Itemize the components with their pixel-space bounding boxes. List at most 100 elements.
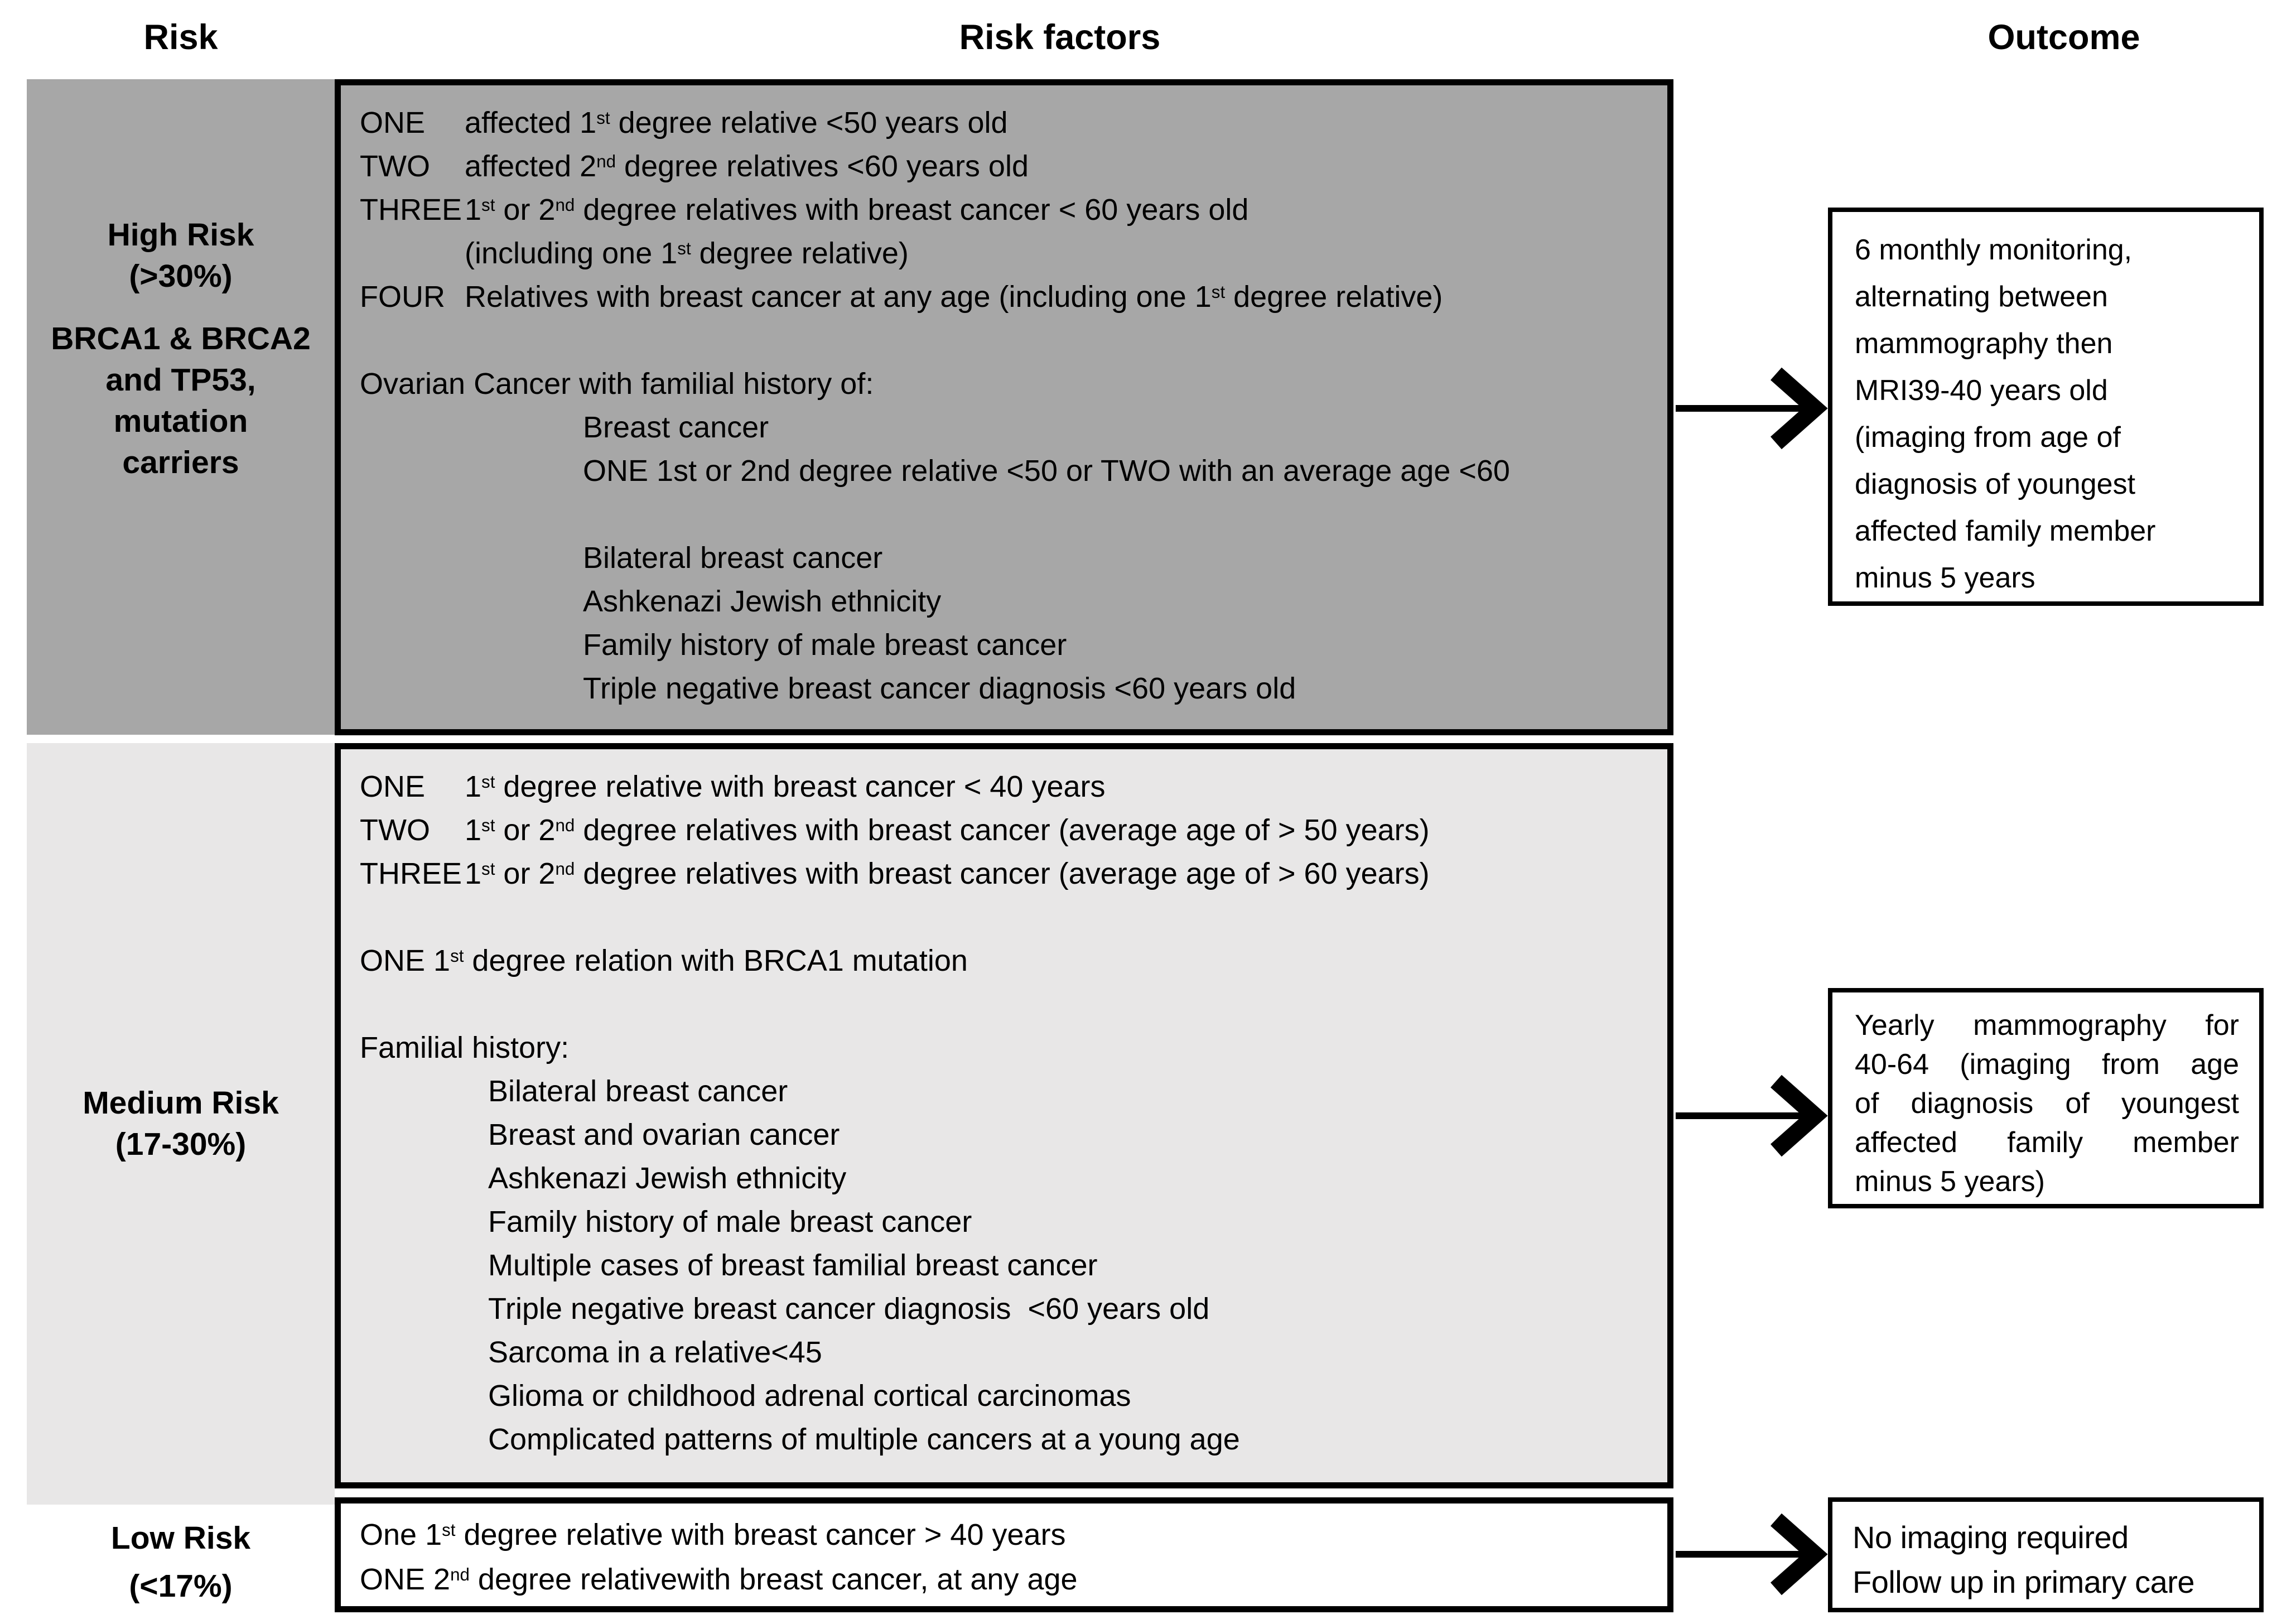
factor-text: Triple negative breast cancer diagnosis … <box>488 1292 1210 1326</box>
factor-keyword: FOUR <box>360 280 445 314</box>
factor-text: Ovarian Cancer with familial history of: <box>360 367 874 401</box>
outcome-line: No imaging required <box>1853 1520 2129 1555</box>
factor-text: Sarcoma in a relative<45 <box>488 1336 822 1369</box>
factor-line: Family history of male breast cancer <box>360 623 1657 667</box>
factor-line <box>360 493 1657 536</box>
factor-line: Triple negative breast cancer diagnosis … <box>360 667 1657 710</box>
arrow-low-icon <box>1676 1513 1828 1596</box>
factor-keyword: ONE <box>360 106 426 139</box>
factor-text: Glioma or childhood adrenal cortical car… <box>488 1379 1131 1413</box>
factor-line <box>360 982 1657 1026</box>
factor-keyword: THREE <box>360 857 462 890</box>
factor-line <box>360 895 1657 939</box>
factor-line: ONE affected 1st degree relative <50 year… <box>360 101 1657 144</box>
high-risk-label-box: High Risk (>30%) BRCA1 & BRCA2 and TP53, mut… <box>27 79 335 735</box>
factor-line: Bilateral breast cancer <box>360 536 1657 580</box>
risk-label-line: High Risk <box>107 217 254 253</box>
factor-line: ONE 1st degree relation with BRCA1 mutat… <box>360 939 1657 982</box>
factor-line: (including one 1st degree relative) <box>360 232 1657 275</box>
factor-line: Ashkenazi Jewish ethnicity <box>360 580 1657 623</box>
factor-line: TWO affected 2nd degree relatives <60 yea… <box>360 144 1657 188</box>
factor-text: One 1st degree relative with breast canc… <box>360 1518 1066 1551</box>
factor-text: 1st or 2nd degree relatives with breast … <box>465 857 1430 890</box>
factor-line: Ovarian Cancer with familial history of: <box>360 362 1657 406</box>
risk-label-line: and TP53, <box>105 362 256 398</box>
outcome-line: affected family member <box>1855 515 2156 547</box>
outcome-line: MRI39-40 years old <box>1855 374 2108 407</box>
high-risk-outcome-box: 6 monthly monitoring, alternating between… <box>1828 208 2264 606</box>
arrow-medium-icon <box>1676 1074 1828 1157</box>
factor-line: Sarcoma in a relative<45 <box>360 1331 1657 1374</box>
factor-line: Glioma or childhood adrenal cortical car… <box>360 1374 1657 1418</box>
outcome-line: Yearly mammography for <box>1855 1009 2239 1042</box>
factor-text: Ashkenazi Jewish ethnicity <box>583 585 942 618</box>
outcome-line: 40-64 (imaging from age <box>1855 1048 2239 1081</box>
factor-text: Breast and ovarian cancer <box>488 1118 840 1151</box>
factor-text: Breast cancer <box>583 411 769 444</box>
factor-line: Family history of male breast cancer <box>360 1200 1657 1244</box>
outcome-line: Follow up in primary care <box>1853 1564 2195 1599</box>
outcome-line: of diagnosis of youngest <box>1855 1087 2239 1120</box>
factor-text: Triple negative breast cancer diagnosis … <box>583 672 1296 705</box>
medium-risk-outcome-box: Yearly mammography for 40-64 (imaging fro… <box>1828 988 2264 1208</box>
outcome-line: alternating between <box>1855 281 2108 313</box>
factor-keyword: TWO <box>360 150 430 183</box>
arrow-high-icon <box>1676 367 1828 450</box>
low-risk-label-box: Low Risk (<17%) <box>27 1514 335 1623</box>
high-risk-factors-box: ONE affected 1st degree relative <50 year… <box>335 79 1673 735</box>
factor-text: (including one 1st degree relative) <box>465 237 909 270</box>
risk-label-line: (17-30%) <box>115 1126 247 1162</box>
factor-line <box>360 319 1657 362</box>
factor-text: Relatives with breast cancer at any age … <box>465 280 1443 314</box>
factor-line: Complicated patterns of multiple cancers… <box>360 1418 1657 1461</box>
factor-line: ONE 1st or 2nd degree relative <50 or TW… <box>360 449 1657 493</box>
column-header-risk: Risk <box>143 18 218 57</box>
risk-label-line: (>30%) <box>129 258 233 294</box>
risk-label-line: Low Risk <box>110 1520 251 1556</box>
factor-keyword: TWO <box>360 813 430 847</box>
factor-line: Ashkenazi Jewish ethnicity <box>360 1156 1657 1200</box>
outcome-line: affected family member <box>1855 1126 2239 1159</box>
risk-label-line: (<17%) <box>129 1568 233 1604</box>
outcome-line: minus 5 years) <box>1855 1165 2045 1198</box>
factor-line: Bilateral breast cancer <box>360 1069 1657 1113</box>
factor-text: Familial history: <box>360 1031 570 1064</box>
factor-text: affected 2nd degree relatives <60 years … <box>465 150 1029 183</box>
factor-text: affected 1st degree relative <50 years o… <box>465 106 1008 139</box>
low-risk-factors-box: One 1st degree relative with breast canc… <box>335 1497 1673 1612</box>
factor-line: Breast cancer <box>360 406 1657 449</box>
factor-line: Breast and ovarian cancer <box>360 1113 1657 1156</box>
factor-line: Triple negative breast cancer diagnosis … <box>360 1287 1657 1331</box>
risk-label-line: mutation <box>113 403 248 439</box>
factor-text: ONE 2nd degree relativewith breast cance… <box>360 1563 1078 1596</box>
risk-label-line: BRCA1 & BRCA2 <box>51 321 311 356</box>
factor-text: Family history of male breast cancer <box>583 628 1067 662</box>
outcome-line: mammography then <box>1855 327 2113 360</box>
factor-text: 1st or 2nd degree relatives with breast … <box>465 193 1249 227</box>
factor-line: ONE 2nd degree relativewith breast cance… <box>360 1557 1657 1602</box>
risk-label-line: carriers <box>122 445 239 480</box>
outcome-line: 6 monthly monitoring, <box>1855 234 2133 266</box>
factor-text: Ashkenazi Jewish ethnicity <box>488 1162 847 1195</box>
factor-text: Multiple cases of breast familial breast… <box>488 1249 1098 1282</box>
factor-line: Multiple cases of breast familial breast… <box>360 1244 1657 1287</box>
factor-text: ONE 1st degree relation with BRCA1 mutat… <box>360 944 968 977</box>
factor-line: TWO 1st or 2nd degree relatives with brea… <box>360 808 1657 852</box>
factor-text: 1st or 2nd degree relatives with breast … <box>465 813 1430 847</box>
medium-risk-label-box: Medium Risk(17-30%) <box>27 743 335 1505</box>
factor-line: FOUR Relatives with breast cancer at any … <box>360 275 1657 319</box>
factor-text: Complicated patterns of multiple cancers… <box>488 1423 1240 1456</box>
outcome-line: diagnosis of youngest <box>1855 468 2136 500</box>
factor-text: 1st degree relative with breast cancer <… <box>465 770 1106 803</box>
risk-label-line <box>27 297 335 318</box>
column-header-outcome: Outcome <box>1987 18 2140 57</box>
factor-text: Family history of male breast cancer <box>488 1205 972 1239</box>
factor-keyword: THREE <box>360 193 462 227</box>
outcome-line: (imaging from age of <box>1855 421 2121 454</box>
factor-text: ONE 1st or 2nd degree relative <50 or TW… <box>583 454 1510 488</box>
